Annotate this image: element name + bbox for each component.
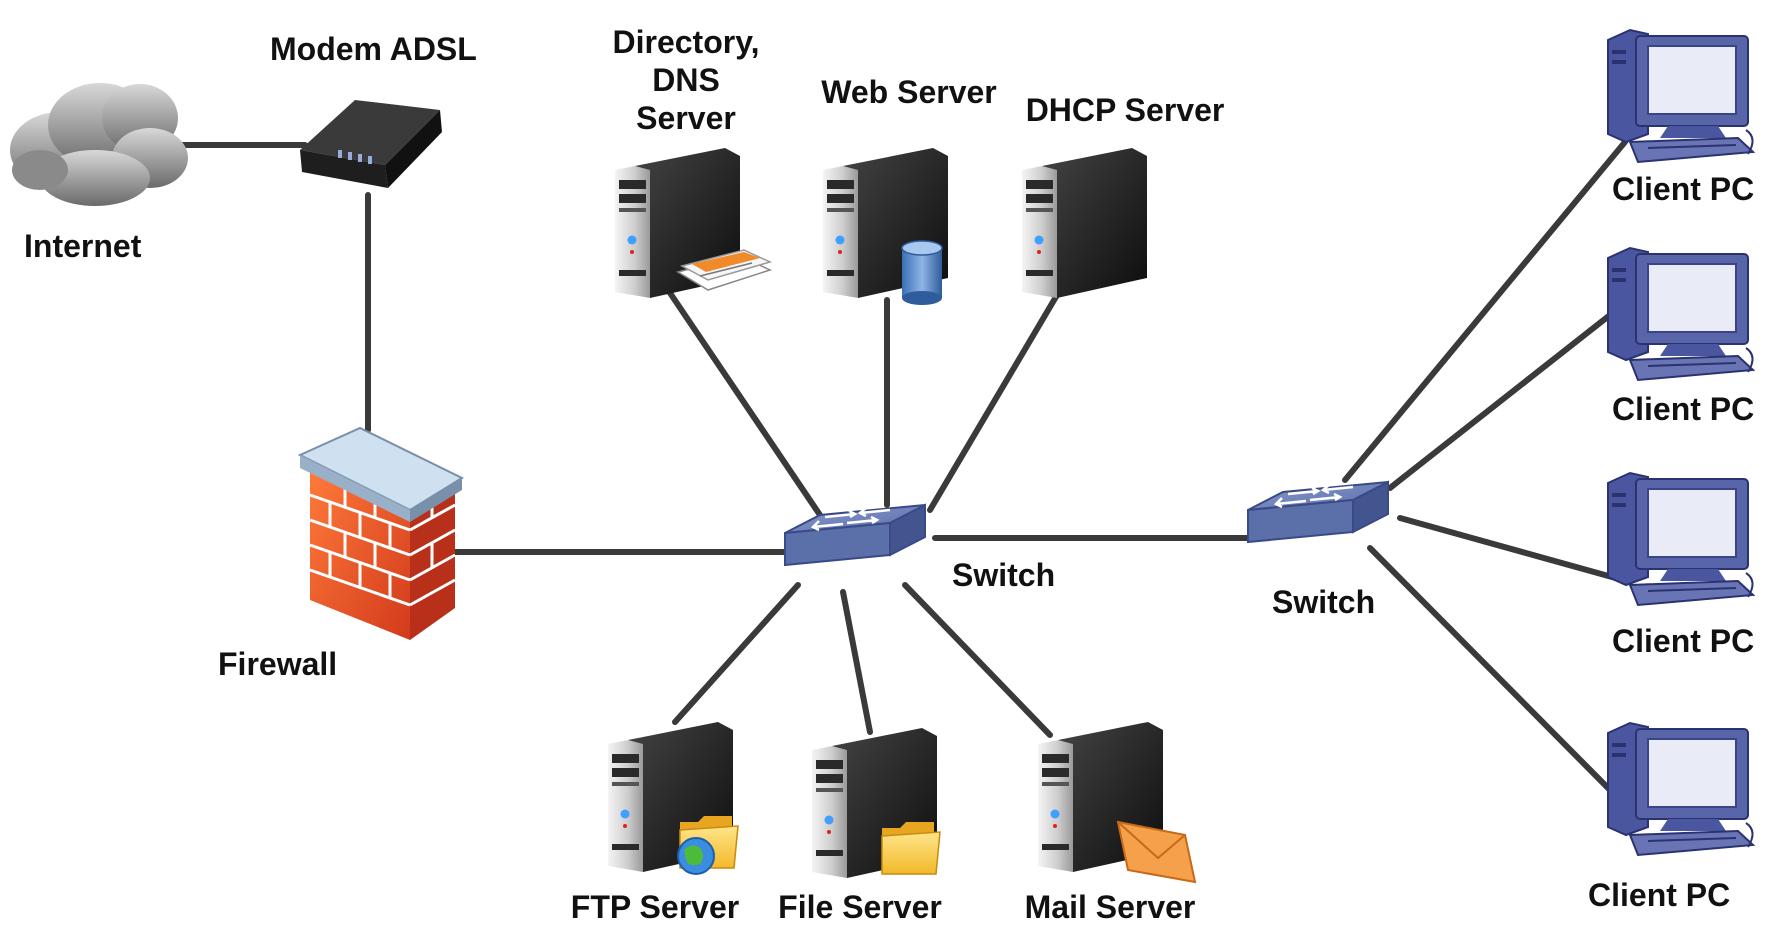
- link-switch-dhcp: [927, 287, 1063, 513]
- client-switch-label: Switch: [1272, 584, 1375, 620]
- modem-icon: [300, 100, 442, 188]
- server-database-icon: [823, 148, 948, 305]
- desktop-pc-icon: [1607, 247, 1754, 381]
- switch-icon: [783, 503, 927, 567]
- mail-server-label: Mail Server: [1025, 889, 1196, 925]
- file-server-label: File Server: [778, 889, 942, 925]
- network-links: [172, 139, 1633, 793]
- client-pc-label: Client PC: [1588, 877, 1730, 913]
- core-switch-label: Switch: [952, 557, 1055, 593]
- client-pc-label: Client PC: [1612, 391, 1754, 427]
- server-document-icon: [615, 148, 773, 298]
- link-switch-client-4: [1367, 545, 1613, 793]
- mail-server-node: Mail Server: [1025, 722, 1197, 925]
- modem-label: Modem ADSL: [270, 31, 477, 67]
- dhcp-server-label: DHCP Server: [1026, 92, 1225, 128]
- internet-label: Internet: [24, 228, 142, 264]
- client-pc-label: Client PC: [1612, 623, 1754, 659]
- directory-dns-label-line-2: DNS: [652, 62, 720, 98]
- desktop-pc-icon: [1607, 29, 1754, 163]
- modem-node: Modem ADSL: [270, 31, 477, 188]
- desktop-pc-icon: [1607, 472, 1754, 606]
- client-pc-label: Client PC: [1612, 171, 1754, 207]
- firewall-node: Firewall: [218, 426, 465, 682]
- client-pc-3: Client PC: [1607, 472, 1754, 659]
- link-switch-client-1: [1342, 139, 1628, 483]
- link-switch-ftp: [672, 582, 801, 725]
- link-switch-mail: [902, 582, 1053, 738]
- link-switch-client-3: [1397, 515, 1633, 585]
- ftp-server-label: FTP Server: [571, 889, 739, 925]
- server-icon: [1022, 148, 1147, 298]
- directory-dns-node: Directory, DNS Server: [612, 24, 773, 298]
- core-switch-node: Switch: [783, 503, 1055, 593]
- dhcp-server-node: DHCP Server: [1022, 92, 1224, 298]
- client-switch-node: Switch: [1246, 480, 1390, 620]
- internet-node: Internet: [10, 83, 188, 264]
- client-pc-4: Client PC: [1588, 722, 1754, 913]
- file-server-node: File Server: [778, 728, 942, 925]
- link-switch-file: [840, 589, 873, 735]
- client-pc-1: Client PC: [1607, 29, 1754, 207]
- cloud-icon: [10, 83, 188, 206]
- desktop-pc-icon: [1607, 722, 1754, 856]
- server-mail-icon: [1038, 722, 1197, 884]
- server-globe-folder-icon: [608, 722, 739, 875]
- switch-icon: [1246, 480, 1390, 544]
- ftp-server-node: FTP Server: [571, 722, 739, 925]
- firewall-label: Firewall: [218, 646, 337, 682]
- link-switch-directory: [665, 287, 825, 521]
- firewall-brick-icon: [297, 426, 465, 640]
- directory-dns-label-line-1: Directory,: [612, 24, 759, 60]
- web-server-node: Web Server: [821, 74, 997, 305]
- client-pc-2: Client PC: [1607, 247, 1754, 427]
- web-server-label: Web Server: [821, 74, 997, 110]
- directory-dns-label-line-3: Server: [636, 100, 736, 136]
- link-switch-client-2: [1387, 312, 1613, 491]
- server-folder-icon: [812, 728, 941, 878]
